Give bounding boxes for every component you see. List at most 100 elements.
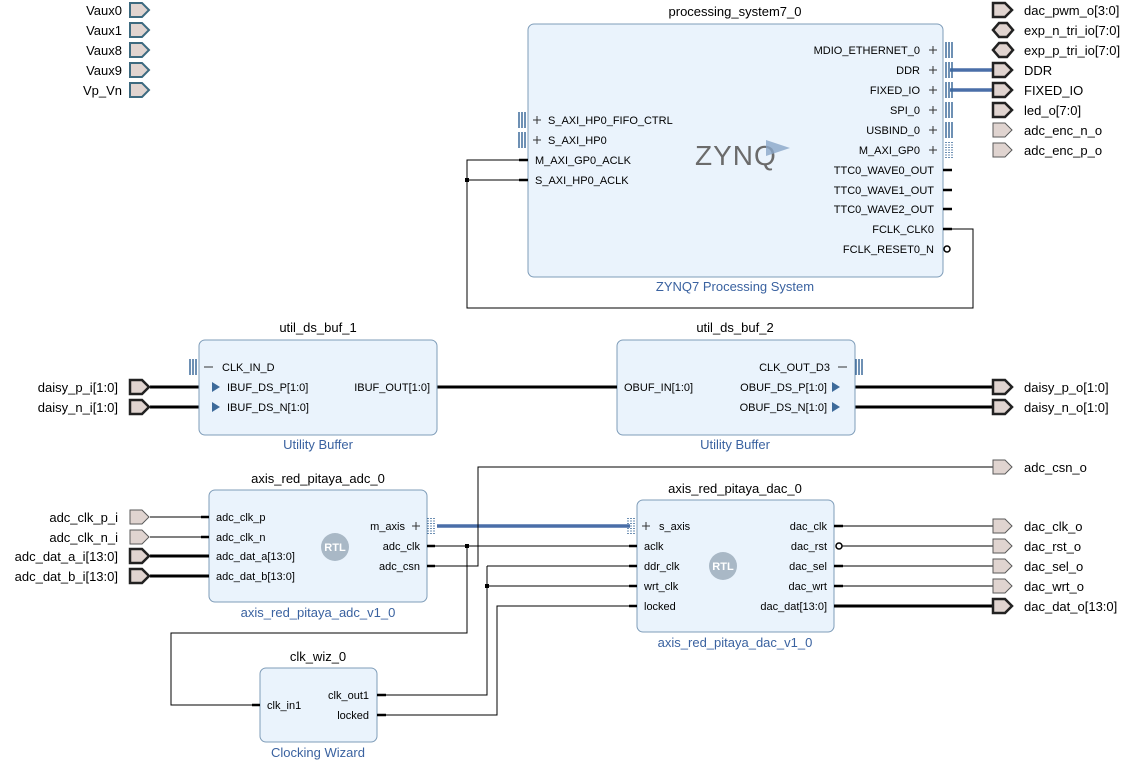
adc-pin-label: adc_clk_p [216, 512, 266, 524]
expand-plus-icon[interactable] [533, 136, 541, 144]
adc-pins: adc_clk_padc_clk_nadc_dat_a[13:0]adc_dat… [201, 512, 435, 583]
expand-plus-icon[interactable] [929, 46, 937, 54]
expand-plus-icon[interactable] [412, 522, 420, 530]
input-port-shape[interactable] [129, 22, 151, 38]
input-port-shape[interactable] [991, 378, 1014, 396]
port-label: daisy_n_i[1:0] [38, 400, 118, 415]
port-label: dac_pwm_o[3:0] [1024, 3, 1119, 18]
input-port-shape[interactable] [992, 518, 1013, 534]
zynq-left-pin-label: M_AXI_GP0_ACLK [535, 155, 632, 167]
port-label: adc_csn_o [1024, 460, 1087, 475]
expand-plus-icon[interactable] [929, 66, 937, 74]
input-port-shape[interactable] [992, 459, 1013, 475]
inout-port-shape[interactable] [991, 21, 1015, 39]
input-port-shape[interactable] [991, 81, 1014, 99]
input-port-shape[interactable] [992, 538, 1013, 554]
port-label: adc_clk_n_i [49, 530, 118, 545]
zynq-pin-label: TTC0_WAVE0_OUT [834, 165, 935, 177]
expand-plus-icon[interactable] [929, 86, 937, 94]
clkwiz-pin-label: clk_out1 [328, 690, 369, 702]
inverted-pin-icon[interactable] [943, 245, 951, 253]
direction-arrow-icon [832, 382, 840, 392]
dac-rtl-badge: RTL [709, 552, 737, 580]
dac-pin-label: dac_wrt [788, 581, 827, 593]
inout-port-shape[interactable] [991, 41, 1015, 59]
input-port-shape[interactable] [992, 122, 1013, 138]
input-port-shape[interactable] [991, 101, 1014, 119]
input-port-shape[interactable] [129, 62, 151, 78]
input-port-shape[interactable] [129, 509, 150, 525]
zynq-pin-label: FIXED_IO [870, 85, 921, 97]
adc-pin-label: adc_clk_n [216, 532, 266, 544]
dac-pin-label: dac_dat[13:0] [760, 601, 827, 613]
expand-plus-icon[interactable] [642, 522, 650, 530]
input-port-shape[interactable] [991, 398, 1014, 416]
ports-daisy-out: daisy_p_o[1:0]daisy_n_o[1:0] [991, 378, 1109, 416]
adc-pin-label: adc_clk [383, 541, 421, 553]
adc-subtitle: axis_red_pitaya_adc_v1_0 [241, 605, 396, 620]
buf2-pin-label: CLK_OUT_D3 [759, 362, 830, 374]
input-port-shape[interactable] [991, 597, 1014, 615]
zynq-pin-label: SPI_0 [890, 105, 920, 117]
input-port-shape[interactable] [128, 378, 151, 396]
buf2-pin-label: OBUF_IN[1:0] [624, 382, 693, 394]
input-port-shape[interactable] [992, 578, 1013, 594]
clkwiz-subtitle: Clocking Wizard [271, 745, 365, 760]
port-label: Vaux1 [86, 23, 122, 38]
buf2-subtitle: Utility Buffer [700, 437, 771, 452]
buf1-subtitle: Utility Buffer [283, 437, 354, 452]
buf2-pins: OBUF_IN[1:0]CLK_OUT_D3OBUF_DS_P[1:0]OBUF… [609, 359, 863, 414]
port-label: dac_rst_o [1024, 539, 1081, 554]
zynq-logo: ZYNQ [695, 140, 790, 171]
clkwiz-pin-label: clk_in1 [267, 700, 301, 712]
clkwiz-block[interactable]: clk_wiz_0 Clocking Wizard clk_in1clk_out… [252, 649, 386, 760]
input-port-shape[interactable] [129, 529, 150, 545]
adc-rtl-badge: RTL [321, 533, 349, 561]
input-port-shape[interactable] [129, 42, 151, 58]
adc-pin-label: adc_dat_b[13:0] [216, 571, 295, 583]
input-port-shape[interactable] [128, 567, 151, 585]
input-port-shape[interactable] [128, 398, 151, 416]
expand-plus-icon[interactable] [929, 106, 937, 114]
buf1-pin-label: CLK_IN_D [222, 362, 275, 374]
zynq-pin-label: M_AXI_GP0 [859, 145, 920, 157]
port-label: led_o[7:0] [1024, 103, 1081, 118]
port-label: DDR [1024, 63, 1052, 78]
expand-plus-icon[interactable] [929, 146, 937, 154]
input-port-shape[interactable] [129, 82, 151, 98]
dac-pins: s_axisaclkddr_clkwrt_clklockeddac_clkdac… [627, 518, 843, 613]
direction-arrow-icon [212, 402, 220, 412]
input-port-shape[interactable] [992, 558, 1013, 574]
zynq-body[interactable] [527, 23, 944, 278]
locked-wire [377, 605, 637, 716]
expand-plus-icon[interactable] [533, 116, 541, 124]
adc-block[interactable]: axis_red_pitaya_adc_0 axis_red_pitaya_ad… [201, 471, 435, 620]
dac-pin-label: aclk [644, 541, 664, 553]
junction-dot [465, 544, 469, 548]
input-port-shape[interactable] [129, 2, 151, 18]
zynq-left-pin-label: S_AXI_HP0 [548, 135, 607, 147]
input-port-shape[interactable] [992, 142, 1013, 158]
buf2-block[interactable]: util_ds_buf_2 Utility Buffer OBUF_IN[1:0… [609, 320, 863, 452]
input-port-shape[interactable] [128, 547, 151, 565]
input-port-shape[interactable] [991, 61, 1014, 79]
port-label: dac_sel_o [1024, 559, 1083, 574]
zynq-pin-label: FCLK_RESET0_N [843, 244, 934, 256]
buf1-block[interactable]: util_ds_buf_1 Utility Buffer CLK_IN_DIBU… [189, 320, 438, 452]
dac-pin-label: wrt_clk [643, 581, 679, 593]
zynq-left-pin-label: S_AXI_HP0_ACLK [535, 175, 629, 187]
expand-plus-icon[interactable] [929, 126, 937, 134]
input-port-shape[interactable] [991, 1, 1014, 19]
dac-block[interactable]: axis_red_pitaya_dac_0 axis_red_pitaya_da… [627, 481, 843, 650]
port-label: adc_enc_n_o [1024, 123, 1102, 138]
port-label: daisy_p_o[1:0] [1024, 380, 1109, 395]
buf1-body[interactable] [198, 339, 438, 436]
zynq-subtitle: ZYNQ7 Processing System [656, 279, 814, 294]
zynq-block[interactable]: processing_system7_0 ZYNQ7 Processing Sy… [518, 4, 953, 294]
port-label: Vp_Vn [83, 83, 122, 98]
zynq-pin-label: TTC0_WAVE2_OUT [834, 204, 935, 216]
inverted-pin-icon[interactable] [835, 542, 843, 550]
